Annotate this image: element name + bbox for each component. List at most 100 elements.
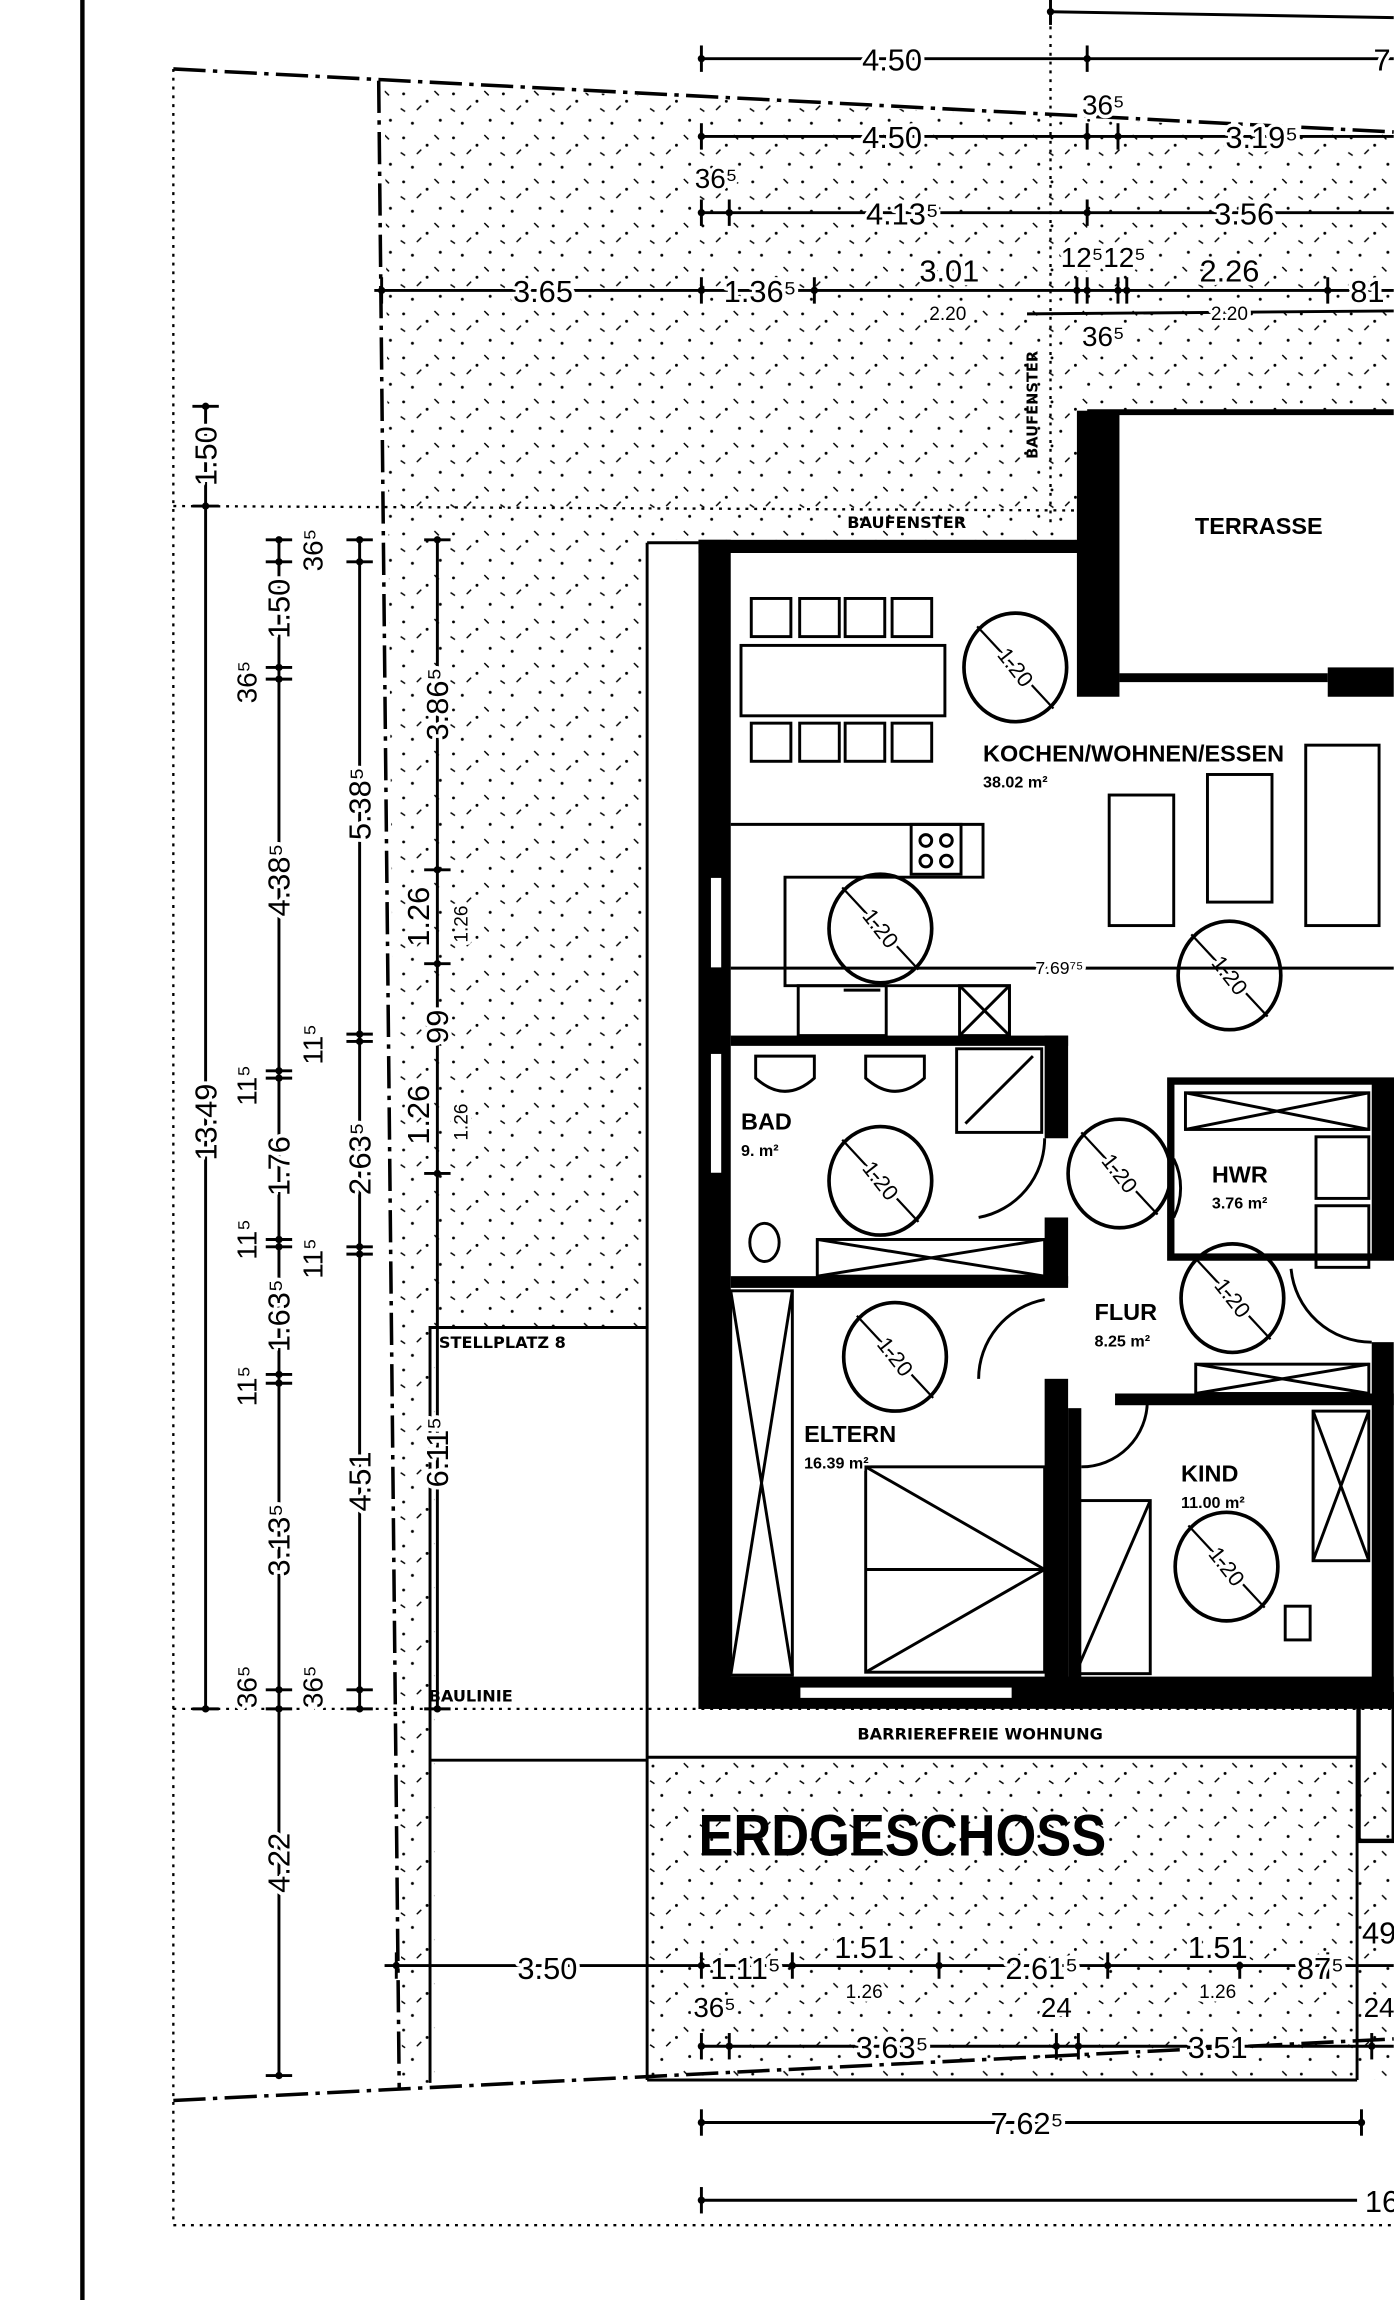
dimension-label-bottom: 87⁵ <box>1297 1951 1344 1986</box>
dimension-label-left: 36⁵ <box>297 529 328 572</box>
dimension-tick <box>275 1705 283 1713</box>
dimension-tick <box>697 2042 706 2050</box>
dimension-tick <box>275 1067 283 1075</box>
dimension-label-top: 1.36⁵ <box>724 274 797 309</box>
dimension-label-top: 36⁵ <box>1082 321 1125 352</box>
dimension-tick <box>275 1379 283 1387</box>
dimension-tick <box>275 536 283 544</box>
dimension-label-left: 1.76 <box>262 1136 297 1196</box>
dimension-label-left: 11⁵ <box>297 1238 328 1278</box>
terrace-label: TERRASSE <box>1195 513 1323 539</box>
dimension-label-left: 11⁵ <box>297 1024 328 1064</box>
dimension-lines <box>192 0 1394 2214</box>
furniture <box>729 597 1381 1677</box>
dimension-label-left: 11⁵ <box>231 1065 262 1105</box>
dimension-tick <box>275 663 283 672</box>
dimension-tick <box>201 502 210 510</box>
dimension-label-top: 36⁵ <box>1082 89 1125 120</box>
dimension-line <box>1050 10 1394 20</box>
dimension-label-left: 13.49 <box>188 1084 223 1161</box>
dimension-tick <box>392 1961 400 1970</box>
dimension-tick <box>433 866 442 874</box>
dimension-tick <box>697 132 706 141</box>
dimension-tick <box>275 1243 283 1251</box>
dimension-tick <box>355 1037 364 1046</box>
room-name: HWR <box>1212 1161 1268 1187</box>
room-labels: KOCHEN/WOHNEN/ESSEN 38.02 m² BAD 9. m² HWR 3.… <box>739 738 1286 1514</box>
dimension-tick <box>201 402 210 410</box>
dimension-tick <box>1123 286 1131 295</box>
dimension-label-top: 3.19⁵ <box>1225 120 1298 155</box>
dimension-tick <box>275 1235 283 1244</box>
room-area: 38.02 m² <box>983 774 1048 792</box>
dimension-tick <box>355 1030 364 1038</box>
dimension-label-left: 4.38⁵ <box>262 844 297 917</box>
dimension-tick <box>697 209 706 217</box>
dimension-label-top: 2.26 <box>1199 254 1259 289</box>
dimension-tick <box>1073 286 1081 295</box>
turning-circle: 1.20 <box>841 1300 949 1413</box>
dimension-tick <box>788 1961 797 1970</box>
dimension-tick <box>1074 2042 1083 2050</box>
turning-circle: 1.20 <box>827 872 934 985</box>
dimension-tick <box>1114 132 1122 141</box>
dimension-label-left: 4.22 <box>262 1833 297 1893</box>
turning-circle: 1.20 <box>1176 919 1283 1032</box>
dimension-label-left: 1.50 <box>262 579 297 639</box>
dimension-tick <box>1104 1961 1112 1970</box>
dimension-tick <box>275 675 283 683</box>
dimension-tick <box>1083 132 1091 141</box>
room-name: BAD <box>741 1108 792 1134</box>
dimension-label-bottom: 16 <box>1365 2184 1394 2219</box>
dimension-label-bottom: 36⁵ <box>693 1992 736 2023</box>
dimension-label-left: 99 <box>420 1010 455 1044</box>
dimension-label-left: 1.26 <box>401 887 436 947</box>
dimension-label-left: 1.26 <box>401 1085 436 1145</box>
baufenster-label: BAUFENSTER <box>847 513 967 532</box>
dimension-tick <box>433 1034 442 1043</box>
turning-circle: 1.20 <box>1173 1510 1280 1623</box>
dimension-label-bottom: 1.51 <box>834 1930 894 1965</box>
turning-circle: 1.20 <box>827 1124 934 1237</box>
dimension-label-top: 4.50 <box>862 120 922 155</box>
dimension-tick <box>355 1243 364 1251</box>
room-name: KOCHEN/WOHNEN/ESSEN <box>983 740 1284 766</box>
room-area: 9. m² <box>741 1142 779 1160</box>
dimension-label-left: 3.86⁵ <box>420 668 455 741</box>
dimension-tick <box>697 55 706 63</box>
dimension-label-top: 3.56 <box>1214 196 1274 231</box>
dimension-label-top: 2.20 <box>1211 304 1248 325</box>
dimension-label-top: 81 <box>1350 274 1384 309</box>
dimension-label-bottom: 1.51 <box>1188 1930 1248 1965</box>
dimension-label-left: 11⁵ <box>231 1219 262 1259</box>
dimension-label-bottom: 3.63⁵ <box>856 2030 929 2065</box>
dimension-label-top: 4.50 <box>862 42 922 77</box>
room-name: KIND <box>1181 1461 1238 1487</box>
dimension-label-bottom: 1.11⁵ <box>710 1951 780 1986</box>
dimension-tick <box>697 2118 706 2127</box>
dimension-tick <box>935 1961 943 1970</box>
floor-title: ERDGESCHOSS <box>698 1804 1106 1869</box>
gravel-area <box>384 82 1394 2083</box>
dimension-label-bottom: 24 <box>1364 1992 1394 2023</box>
dimension-tick <box>377 286 386 295</box>
dimension-tick <box>1052 2042 1061 2050</box>
dimension-label-left: 1.26 <box>452 906 473 943</box>
building-line-label: BAULINIE <box>429 1687 513 1706</box>
dimension-label-left: 3.13⁵ <box>262 1504 297 1577</box>
dimension-tick <box>725 209 733 217</box>
dimension-label-top: 2.20 <box>929 304 966 325</box>
dimension-line <box>1027 309 1394 316</box>
dimension-tick <box>1236 1961 1244 1970</box>
dimension-tick <box>355 536 364 544</box>
dimension-label-bottom: 3.51 <box>1188 2030 1248 2065</box>
dimension-label-left: 1.50 <box>188 426 223 486</box>
dimension-label-top: 3.65 <box>513 274 573 309</box>
dimension-label-bottom: 24 <box>1041 1992 1072 2023</box>
dimension-label-top: 7 <box>1373 42 1390 77</box>
room-area: 3.76 m² <box>1212 1195 1268 1213</box>
dimension-tick <box>810 286 819 295</box>
dimension-label-top: 3.01 <box>919 254 979 289</box>
